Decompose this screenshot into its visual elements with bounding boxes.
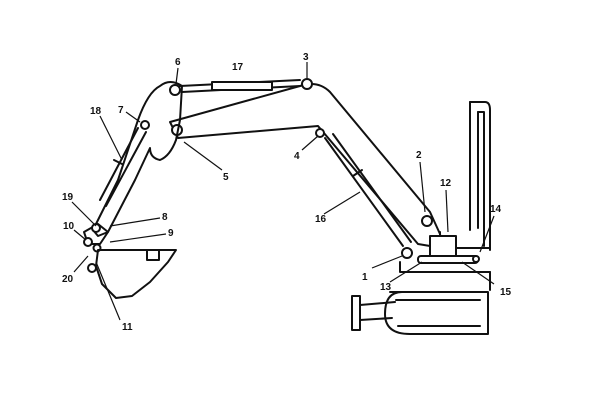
label-8: 8: [162, 212, 168, 223]
boom: [169, 78, 442, 259]
label-20: 20: [62, 274, 74, 285]
boom-cylinder: [324, 133, 412, 247]
arm-cylinder: [179, 79, 301, 93]
control-linkage: [417, 235, 480, 264]
label-4: 4: [294, 151, 300, 162]
label-7: 7: [118, 105, 124, 116]
label-2: 2: [416, 150, 422, 161]
label-3: 3: [303, 52, 309, 63]
label-16: 16: [315, 214, 327, 225]
part-labels: 1 2 3 4 5 6 7 8 9 10 11 12 13 14 15 16 1…: [62, 52, 512, 333]
label-18: 18: [90, 106, 102, 117]
label-14: 14: [490, 204, 502, 215]
label-12: 12: [440, 178, 452, 189]
label-17: 17: [232, 62, 244, 73]
label-6: 6: [175, 57, 181, 68]
bucket-linkage: [83, 223, 109, 253]
label-15: 15: [500, 287, 512, 298]
track-undercarriage: [351, 291, 489, 335]
bucket: [87, 249, 177, 299]
label-13: 13: [380, 282, 392, 293]
bucket-cylinder: [99, 127, 147, 207]
label-1: 1: [362, 272, 368, 283]
label-11: 11: [122, 322, 133, 333]
leader-lines: [71, 62, 495, 321]
arm: [92, 81, 183, 237]
label-10: 10: [63, 221, 75, 232]
label-5: 5: [223, 172, 229, 183]
label-9: 9: [168, 228, 174, 239]
label-19: 19: [62, 192, 74, 203]
